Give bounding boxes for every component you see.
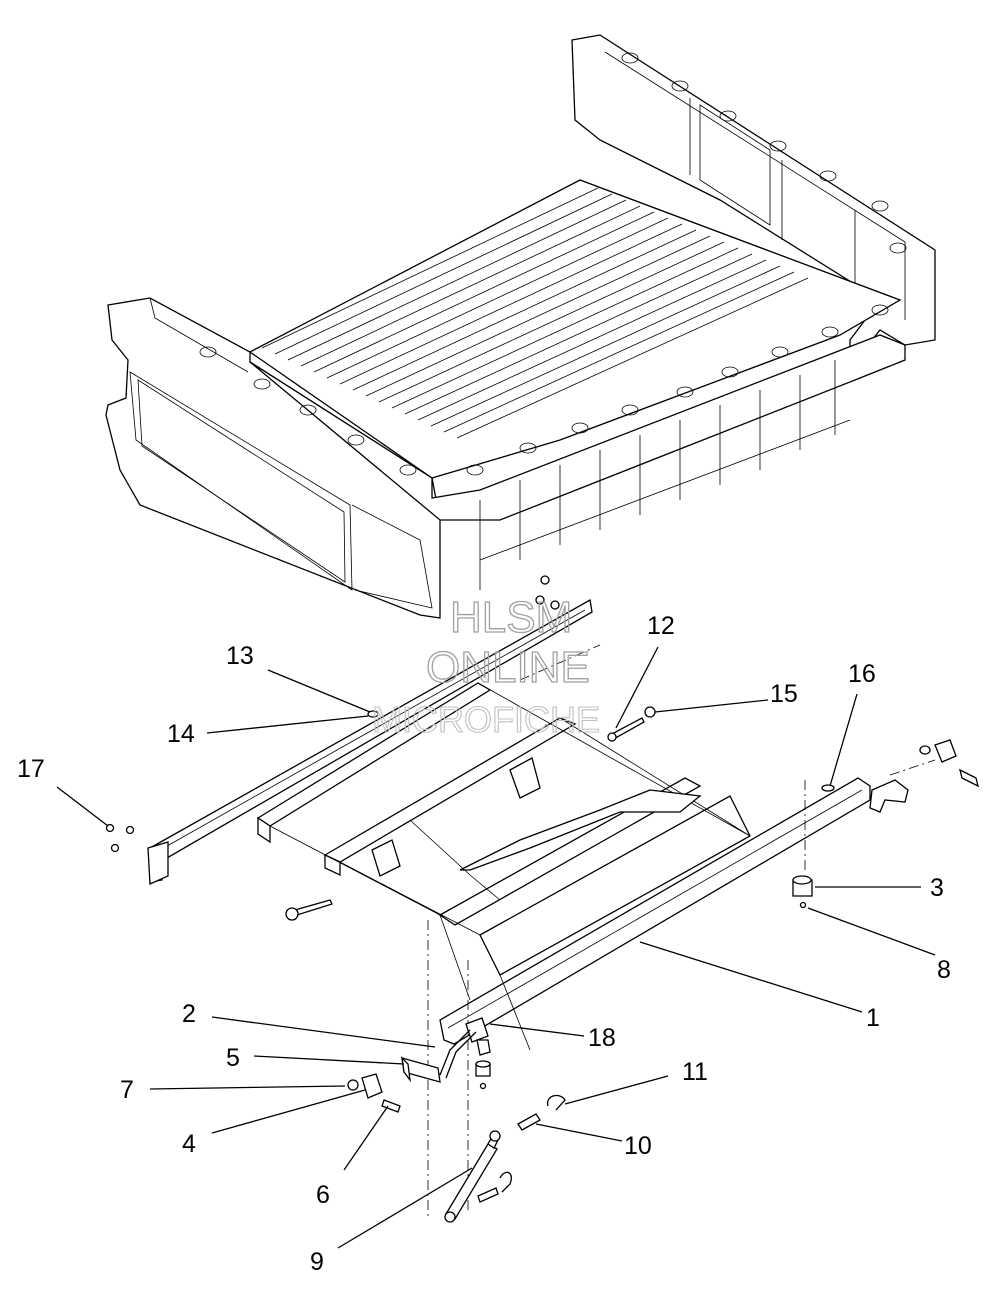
callout-13: 13 [226,642,254,670]
hardware [105,575,979,1223]
callout-1: 1 [866,1004,880,1032]
watermark-line2: ONLINE [426,643,590,692]
cargo-box [105,34,936,619]
callout-11: 11 [682,1058,708,1086]
watermark-line3: MICROFICHE [372,699,600,740]
callout-labels: 1 2 3 4 5 6 7 8 9 10 11 12 13 14 15 16 1… [17,612,951,1276]
callout-3: 3 [930,874,944,902]
subframe [147,598,936,1220]
callout-14: 14 [167,720,195,748]
callout-4: 4 [182,1130,196,1158]
callout-9: 9 [310,1248,324,1276]
callout-18: 18 [588,1024,616,1052]
callout-5: 5 [226,1044,240,1072]
callout-12: 12 [647,612,675,640]
callout-8: 8 [937,956,951,984]
watermark-line1: HLSM [450,593,572,642]
callout-6: 6 [316,1181,330,1209]
callout-16: 16 [848,660,876,688]
callout-15: 15 [770,680,798,708]
callout-2: 2 [182,1000,196,1028]
callout-17: 17 [17,755,45,783]
callout-7: 7 [120,1076,134,1104]
watermark: HLSM ONLINE MICROFICHE [371,592,600,740]
leader-lines [56,646,936,1249]
callout-10: 10 [624,1132,652,1160]
